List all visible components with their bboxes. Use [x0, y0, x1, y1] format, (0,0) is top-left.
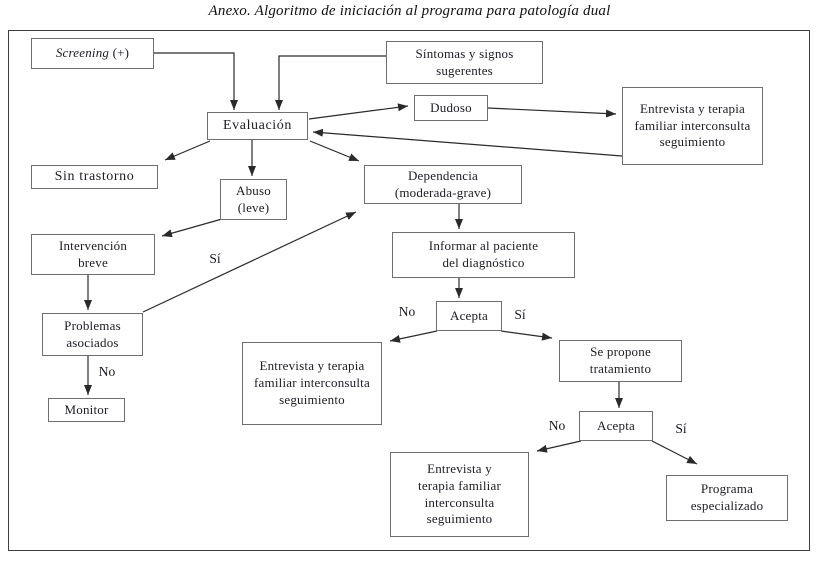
diagram-title: Anexo. Algoritmo de iniciación al progra…	[208, 3, 611, 19]
diagram-frame	[8, 30, 810, 551]
node-dudoso: Dudoso	[414, 95, 488, 121]
edge-label-si-problemas: Sí	[209, 251, 221, 266]
node-dependencia: Dependencia (moderada-grave)	[364, 165, 522, 204]
node-entrevista-mid: Entrevista y terapia familiar interconsu…	[242, 342, 382, 425]
edge-label-no-acepta1: No	[398, 304, 416, 319]
node-se-propone: Se propone tratamiento	[559, 340, 682, 382]
node-screening: Screening (+)	[31, 38, 154, 69]
node-informar: Informar al paciente del diagnóstico	[392, 232, 575, 278]
node-monitor: Monitor	[48, 398, 125, 422]
node-sin-trastorno: Sin trastorno	[31, 165, 158, 189]
node-problemas: Problemas asociados	[42, 313, 143, 356]
node-entrevista-top: Entrevista y terapia familiar interconsu…	[622, 87, 763, 165]
node-sintomas: Síntomas y signos sugerentes	[386, 41, 543, 84]
edge-label-si-acepta1: Sí	[514, 307, 526, 322]
node-programa: Programa especializado	[666, 475, 788, 521]
node-acepta-2: Acepta	[579, 411, 653, 441]
node-evaluacion: Evaluación	[207, 112, 308, 140]
screening-label: Screening (+)	[55, 45, 130, 61]
edge-label-si-acepta2: Sí	[675, 421, 687, 436]
edge-label-no-acepta2: No	[548, 418, 566, 433]
node-abuso: Abuso (leve)	[220, 179, 287, 220]
node-intervencion: Intervención breve	[31, 234, 155, 275]
node-acepta-1: Acepta	[436, 301, 502, 331]
edge-label-no-problemas: No	[98, 364, 116, 379]
node-entrevista-bottom: Entrevista y terapia familiar interconsu…	[390, 452, 529, 537]
